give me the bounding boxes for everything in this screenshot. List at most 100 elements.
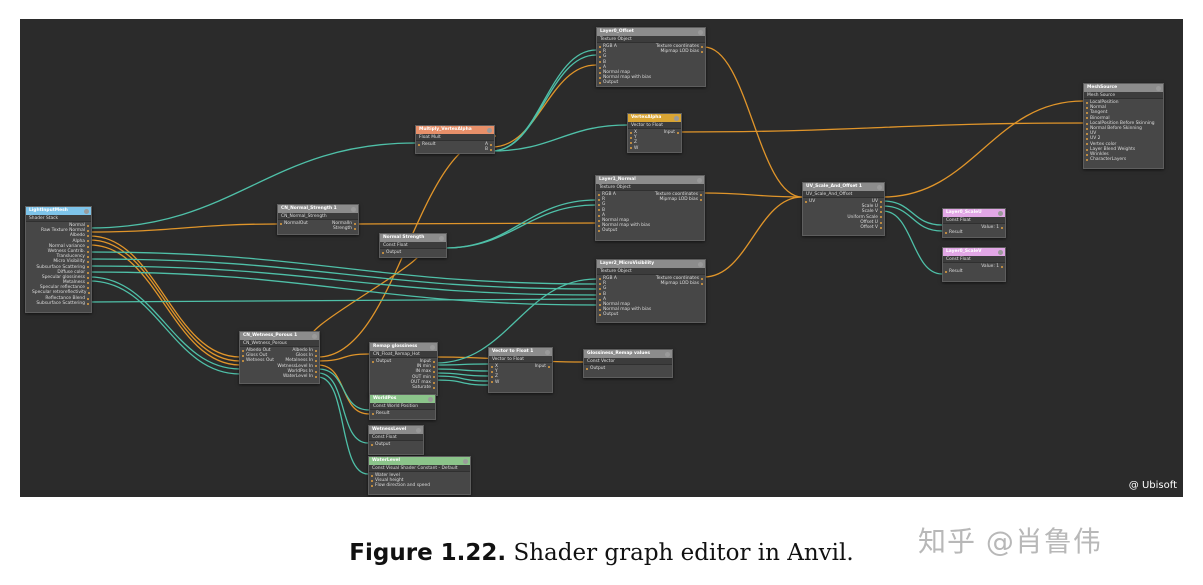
input-pin[interactable] — [699, 80, 702, 85]
output-pin[interactable]: Normal map — [598, 70, 630, 75]
node-options-icon[interactable] — [487, 127, 492, 133]
node-options-icon[interactable] — [463, 458, 468, 464]
output-pin[interactable]: Z — [490, 374, 498, 379]
output-pin[interactable]: X — [490, 364, 498, 369]
output-pin[interactable]: UV — [1085, 131, 1096, 136]
node-header[interactable]: Normal Strength — [380, 234, 446, 242]
output-pin[interactable]: Output — [371, 359, 391, 364]
output-pin[interactable]: G — [598, 54, 606, 59]
output-pin[interactable]: Tangent — [1085, 110, 1107, 115]
output-pin[interactable]: Output — [585, 366, 605, 371]
output-pin[interactable]: X — [629, 130, 637, 135]
output-pin[interactable]: Output — [381, 250, 401, 255]
node-options-icon[interactable] — [665, 351, 670, 357]
input-pin[interactable] — [464, 483, 467, 488]
input-pin[interactable] — [999, 230, 1002, 235]
output-pin[interactable]: Normal Before Skinning — [1086, 126, 1142, 131]
input-pin[interactable]: Input — [420, 359, 436, 364]
output-pin[interactable]: Output — [598, 80, 618, 85]
input-pin[interactable]: Reflectance Blend — [45, 296, 89, 301]
output-pin[interactable]: A — [598, 297, 606, 302]
node-header[interactable]: Glossiness_Remap values — [584, 350, 672, 358]
node-header[interactable]: Vector to Float 1 — [489, 348, 552, 356]
node-options-icon[interactable] — [351, 206, 356, 212]
input-pin[interactable] — [698, 228, 701, 233]
output-pin[interactable]: Normal map — [597, 218, 629, 223]
output-pin[interactable]: Result — [372, 411, 390, 416]
node-options-icon[interactable] — [998, 210, 1003, 216]
input-pin[interactable]: Micro Visibility — [53, 259, 89, 264]
node-header[interactable]: CN_Normal_Strength 1 — [278, 205, 358, 213]
output-pin[interactable] — [281, 226, 284, 231]
node-options-icon[interactable] — [312, 333, 317, 339]
input-pin[interactable]: Albedo In — [292, 348, 317, 353]
node-header[interactable]: Layer0_ScaleU — [943, 209, 1005, 217]
input-pin[interactable]: Diffuse color — [57, 270, 89, 275]
output-pin[interactable]: Albedo Out — [242, 348, 271, 353]
output-pin[interactable]: R — [598, 281, 606, 286]
output-pin[interactable]: Output — [597, 228, 617, 233]
node-options-icon[interactable] — [698, 29, 703, 35]
input-pin[interactable]: Scale V — [862, 209, 883, 214]
input-pin[interactable]: Subsurface Scattering — [36, 301, 89, 306]
input-pin[interactable]: Texture coordinates — [655, 192, 703, 197]
input-pin[interactable]: Scale U — [862, 204, 883, 209]
input-pin[interactable]: Wetness Contrib. — [48, 249, 90, 254]
output-pin[interactable]: Z — [629, 140, 637, 145]
input-pin[interactable]: UV — [872, 199, 883, 204]
output-pin[interactable]: G — [597, 202, 605, 207]
output-pin[interactable]: W — [629, 146, 638, 151]
node-options-icon[interactable] — [428, 396, 433, 402]
output-pin[interactable]: RGB A — [599, 44, 617, 49]
input-pin[interactable]: WetnessLevel In — [277, 364, 317, 369]
input-pin[interactable]: IN min — [417, 364, 436, 369]
input-pin[interactable] — [417, 442, 420, 447]
input-pin[interactable]: OUT max — [411, 380, 436, 385]
output-pin[interactable]: UV 2 — [1085, 136, 1100, 141]
input-pin[interactable]: Specular reflectance — [40, 285, 90, 290]
input-pin[interactable]: Mipmap LOD bias — [661, 49, 704, 54]
output-pin[interactable]: Y — [630, 135, 637, 140]
input-pin[interactable]: Gloss In — [296, 353, 318, 358]
node-header[interactable]: VertexAlpha — [628, 114, 681, 122]
output-pin[interactable]: Normal map — [598, 302, 630, 307]
node-header[interactable]: UV_Scale_And_Offset 1 — [803, 183, 884, 191]
output-pin[interactable]: A — [597, 213, 605, 218]
output-pin[interactable]: B — [598, 60, 606, 65]
output-pin[interactable] — [373, 385, 376, 390]
output-pin[interactable]: B — [598, 292, 606, 297]
node-options-icon[interactable] — [545, 349, 550, 355]
input-pin[interactable]: Input — [535, 364, 551, 369]
input-pin[interactable]: Subsurface Scattering — [36, 265, 89, 270]
output-pin[interactable] — [29, 301, 32, 306]
node-header[interactable]: WetnessLevel — [369, 426, 423, 434]
output-pin[interactable]: A — [598, 65, 606, 70]
output-pin[interactable]: LocalPosition — [1085, 100, 1118, 105]
input-pin[interactable]: Normal variance — [49, 244, 90, 249]
output-pin[interactable]: Vertex color — [1085, 142, 1116, 147]
input-pin[interactable]: Uniform Scale — [847, 215, 882, 220]
node-header[interactable]: WaterLevel — [369, 457, 470, 465]
output-pin[interactable]: W — [490, 380, 499, 385]
node-header[interactable]: Layer1_Normal — [596, 176, 704, 184]
output-pin[interactable] — [243, 374, 246, 379]
output-pin[interactable]: Output — [370, 442, 390, 447]
input-pin[interactable]: Value: 1 — [981, 225, 1003, 230]
node-options-icon[interactable] — [84, 208, 89, 214]
node-header[interactable]: CN_Wetness_Porous 1 — [240, 332, 319, 340]
output-pin[interactable]: Visual height — [371, 478, 404, 483]
output-pin[interactable]: RGB A — [599, 276, 617, 281]
output-pin[interactable]: Water level — [371, 473, 400, 478]
